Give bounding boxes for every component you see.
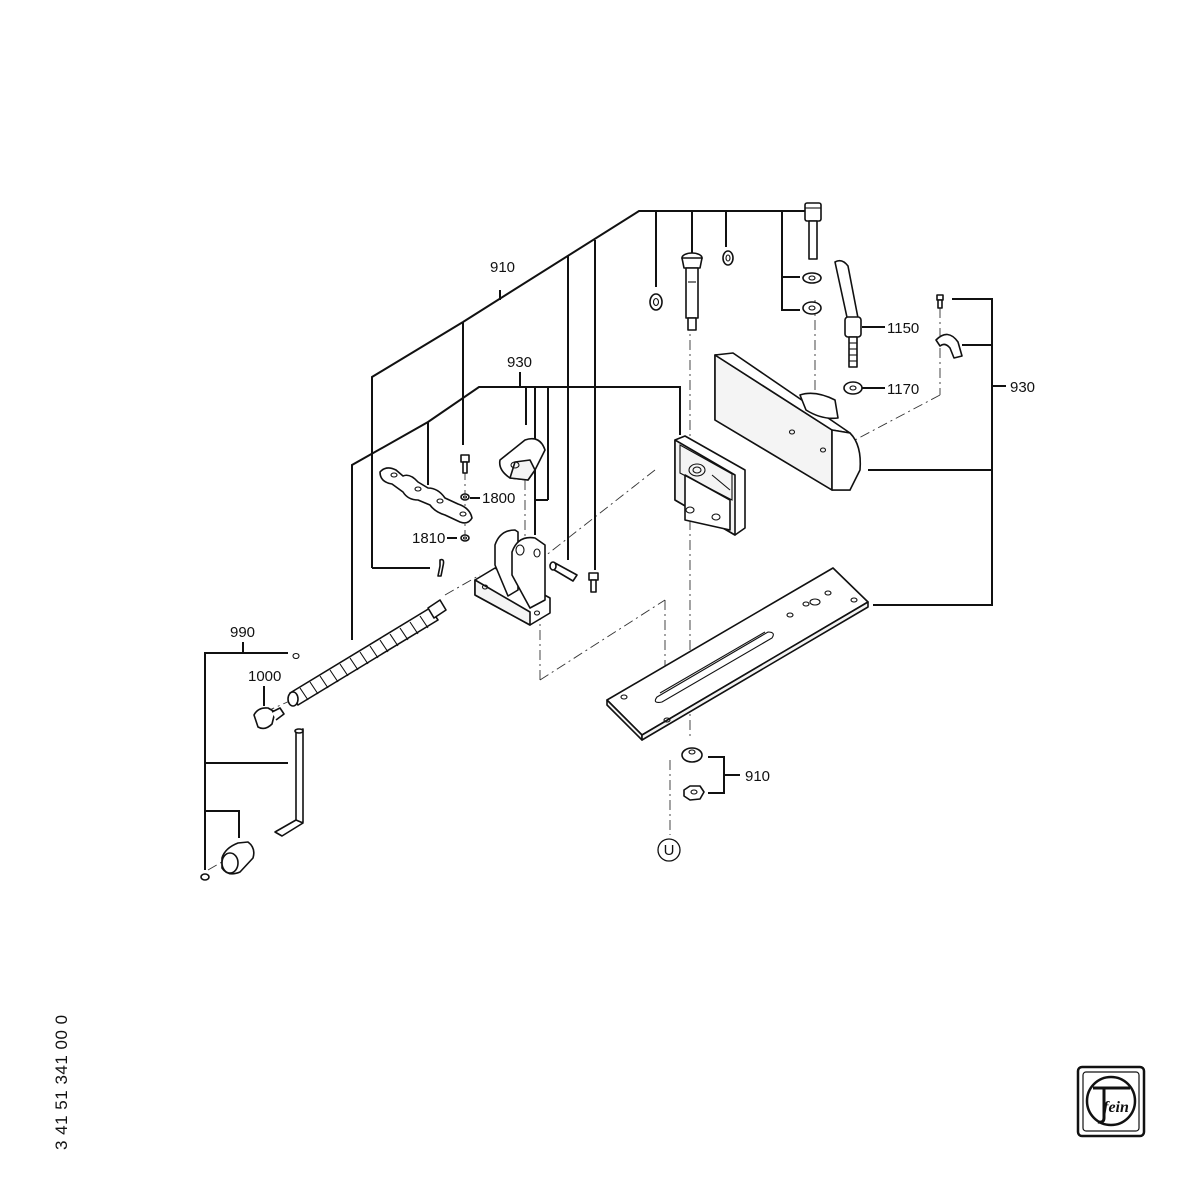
washer-b <box>802 301 822 315</box>
screw-1800 <box>460 454 470 501</box>
conical-knob <box>200 841 255 881</box>
logo-text: fein <box>1103 1099 1129 1116</box>
cap-screw <box>804 202 822 260</box>
callout-labels: 910 930 1800 1810 990 1000 1150 1170 930… <box>230 259 1035 785</box>
clamping-lever <box>834 259 862 368</box>
cotter-pin <box>437 558 445 577</box>
clamp-block <box>498 437 546 481</box>
link-strip <box>379 467 473 524</box>
label-1000: 1000 <box>248 668 281 685</box>
curved-clip <box>935 333 963 359</box>
fence-rail <box>714 352 862 491</box>
wing-knob <box>253 707 285 730</box>
fence-bracket <box>674 435 746 536</box>
locating-pin <box>681 252 703 331</box>
small-pin-right <box>936 294 944 309</box>
marker-u: U <box>657 838 681 862</box>
label-1170: 1170 <box>887 381 919 398</box>
label-930-left: 930 <box>507 354 532 371</box>
nut-bottom <box>683 785 705 801</box>
fein-logo-icon: fein <box>1076 1065 1146 1138</box>
leader-lines <box>204 210 1006 870</box>
label-1800: 1800 <box>482 490 515 507</box>
marker-u-text: U <box>664 842 675 859</box>
threaded-spindle <box>287 599 447 707</box>
washer-a <box>802 272 822 284</box>
washer-top-left <box>649 293 663 311</box>
label-990: 990 <box>230 624 255 641</box>
base-plate <box>606 567 869 741</box>
retaining-ring <box>292 652 300 660</box>
label-910-top: 910 <box>490 259 515 276</box>
pivot-block <box>474 529 551 626</box>
allen-key <box>274 728 304 837</box>
washer-top-right <box>722 250 734 266</box>
label-1150: 1150 <box>887 320 919 337</box>
pin <box>549 561 578 582</box>
small-screw <box>588 572 599 593</box>
label-1810: 1810 <box>412 530 445 547</box>
drawing-number: 3 41 51 341 00 0 <box>52 1014 71 1150</box>
washer-1810 <box>460 534 470 542</box>
label-930-right: 930 <box>1010 379 1035 396</box>
washer-1170 <box>843 381 863 395</box>
washer-bottom <box>681 747 703 763</box>
label-910-bottom: 910 <box>745 768 770 785</box>
